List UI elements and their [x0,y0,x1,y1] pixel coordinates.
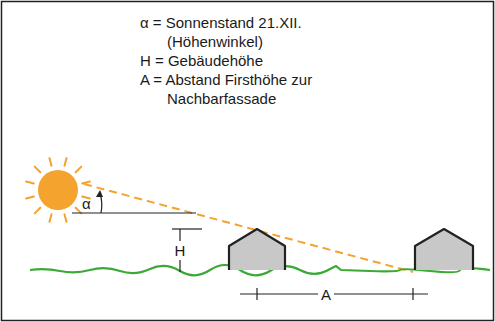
sun-ray [26,196,34,198]
house-left [229,229,285,270]
distance-dimension [240,288,428,300]
house-right [415,229,473,270]
sun-ray [35,167,41,173]
height-dimension [172,229,202,272]
sun [26,158,90,222]
sun-ray [26,181,34,183]
sun-ray-line [84,184,413,272]
horizontal-line [72,212,196,213]
sun-ray [82,181,90,183]
legend-key-text: A = Abstand Firsthöhe zur Nachbarfassade [140,70,316,108]
sun-ray [49,158,51,166]
sun-ray [35,208,41,214]
sun-ray [64,214,66,222]
dimension-label: H [173,241,188,260]
sun-ray [49,214,51,222]
legend-key-text: H = Gebäudehöhe [140,51,316,70]
sun-ray [76,167,82,173]
sun-ray [64,158,66,166]
angle-label: α [82,194,91,213]
dimension-label: A [319,285,333,304]
legend-key-text: α = Sonnenstand 21.XII. (Höhenwinkel) [140,13,316,51]
angle-arrowhead [96,190,103,197]
